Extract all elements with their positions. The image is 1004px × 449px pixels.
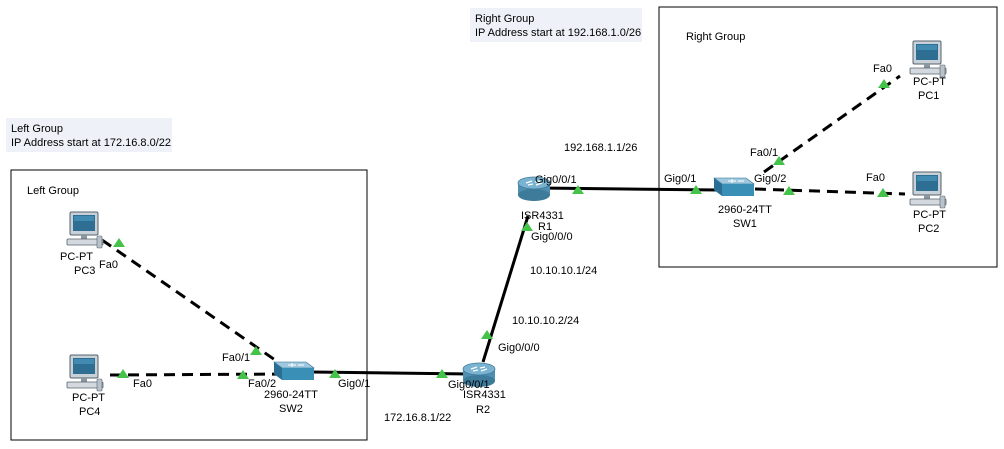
- switch-icon: [713, 177, 755, 197]
- device-pc3-model: PC-PT: [60, 251, 93, 263]
- note-left-title: Left Group: [11, 123, 63, 135]
- port-light-r2-gig001: [436, 369, 448, 378]
- area-right-group[interactable]: [658, 6, 998, 268]
- pc-icon: [66, 354, 104, 392]
- pc-pc1[interactable]: PC-PT PC1: [909, 40, 947, 102]
- device-sw1-model: 2960-24TT: [718, 204, 772, 216]
- port-light-r1-gig001: [572, 185, 584, 194]
- port-light-r2-gig000: [481, 330, 493, 339]
- port-label-sw2-fa02: Fa0/2: [248, 378, 276, 390]
- port-label-pc2-fa0: Fa0: [866, 172, 885, 184]
- port-label-r1-gig000: Gig0/0/0: [531, 231, 573, 243]
- note-right-subtitle: IP Address start at 192.168.1.0/26: [475, 27, 641, 39]
- port-light-sw2-gig01: [329, 369, 341, 378]
- device-pc4-name: PC4: [79, 406, 100, 418]
- port-label-sw1-gig02: Gig0/2: [754, 173, 786, 185]
- device-r2-model: ISR4331: [463, 389, 506, 401]
- area-left-group[interactable]: [10, 169, 368, 441]
- link-r1-sw1[interactable]: [539, 186, 719, 192]
- switch-sw1[interactable]: 2960-24TT SW1: [713, 177, 772, 230]
- port-light-sw1-gig01: [690, 185, 702, 194]
- port-label-sw2-gig01: Gig0/1: [338, 378, 370, 390]
- port-label-sw2-fa01: Fa0/1: [222, 352, 250, 364]
- ip-label-r2-lan: 172.16.8.1/22: [384, 412, 451, 424]
- router-r1[interactable]: ISR4331 R1: [517, 176, 564, 233]
- port-label-sw1-gig01: Gig0/1: [664, 173, 696, 185]
- ip-label-r1-wan: 10.10.10.1/24: [530, 265, 597, 277]
- port-light-pc1-fa0: [878, 79, 890, 88]
- port-light-sw1-gig02: [783, 186, 795, 195]
- port-light-r1-gig000: [521, 222, 533, 231]
- note-left-group[interactable]: Left Group IP Address start at 172.16.8.…: [6, 118, 172, 152]
- port-light-sw1-fa01: [773, 156, 785, 165]
- port-light-pc3-fa0: [113, 238, 125, 247]
- port-light-sw2-fa01: [250, 346, 262, 355]
- note-right-group[interactable]: Right Group IP Address start at 192.168.…: [470, 8, 642, 42]
- port-label-pc4-fa0: Fa0: [133, 378, 152, 390]
- port-label-pc1-fa0: Fa0: [873, 63, 892, 75]
- switch-icon: [273, 361, 315, 381]
- pc-pc3[interactable]: PC-PT PC3: [60, 211, 104, 277]
- device-sw2-name: SW2: [279, 403, 303, 415]
- port-label-r2-gig001: Gig0/0/1: [448, 379, 490, 391]
- link-pc3-sw2[interactable]: [101, 238, 279, 364]
- port-light-pc4-fa0: [117, 369, 129, 378]
- device-pc2-name: PC2: [918, 223, 939, 235]
- device-r1-model: ISR4331: [521, 210, 564, 222]
- device-pc1-name: PC1: [918, 90, 939, 102]
- port-label-sw1-fa01: Fa0/1: [750, 147, 778, 159]
- pc-icon: [909, 171, 947, 209]
- device-sw2-model: 2960-24TT: [264, 389, 318, 401]
- device-pc2-model: PC-PT: [913, 209, 946, 221]
- router-r2[interactable]: ISR4331 R2: [462, 362, 506, 416]
- device-pc4-model: PC-PT: [72, 392, 105, 404]
- link-sw1-pc2[interactable]: [754, 187, 906, 196]
- device-r1-name: R1: [538, 221, 552, 233]
- port-label-r2-gig000: Gig0/0/0: [498, 342, 540, 354]
- port-light-pc2-fa0: [877, 188, 889, 197]
- pc-icon: [909, 40, 947, 78]
- port-label-r1-gig001: Gig0/0/1: [535, 174, 577, 186]
- device-r2-name: R2: [476, 404, 490, 416]
- link-r1-r2[interactable]: [481, 215, 530, 363]
- note-right-background: [470, 8, 642, 42]
- area-right-label: Right Group: [686, 31, 745, 43]
- pc-pc2[interactable]: PC-PT PC2: [909, 171, 947, 235]
- device-pc1-model: PC-PT: [913, 76, 946, 88]
- port-light-sw2-fa02: [237, 370, 249, 379]
- pc-icon: [66, 211, 104, 249]
- link-sw1-pc1[interactable]: [763, 74, 901, 174]
- link-pc4-sw2[interactable]: [109, 372, 289, 377]
- pc-pc4[interactable]: PC-PT PC4: [66, 354, 105, 418]
- switch-sw2[interactable]: 2960-24TT SW2: [264, 361, 318, 415]
- ip-label-r1-lan: 192.168.1.1/26: [564, 142, 637, 154]
- device-sw1-name: SW1: [733, 218, 757, 230]
- note-right-title: Right Group: [475, 13, 534, 25]
- port-label-pc3-fa0: Fa0: [99, 259, 118, 271]
- area-left-label: Left Group: [27, 185, 79, 197]
- note-left-background: [6, 118, 172, 152]
- ip-label-r2-wan: 10.10.10.2/24: [512, 315, 579, 327]
- note-left-subtitle: IP Address start at 172.16.8.0/22: [11, 137, 171, 149]
- device-pc3-name: PC3: [74, 265, 95, 277]
